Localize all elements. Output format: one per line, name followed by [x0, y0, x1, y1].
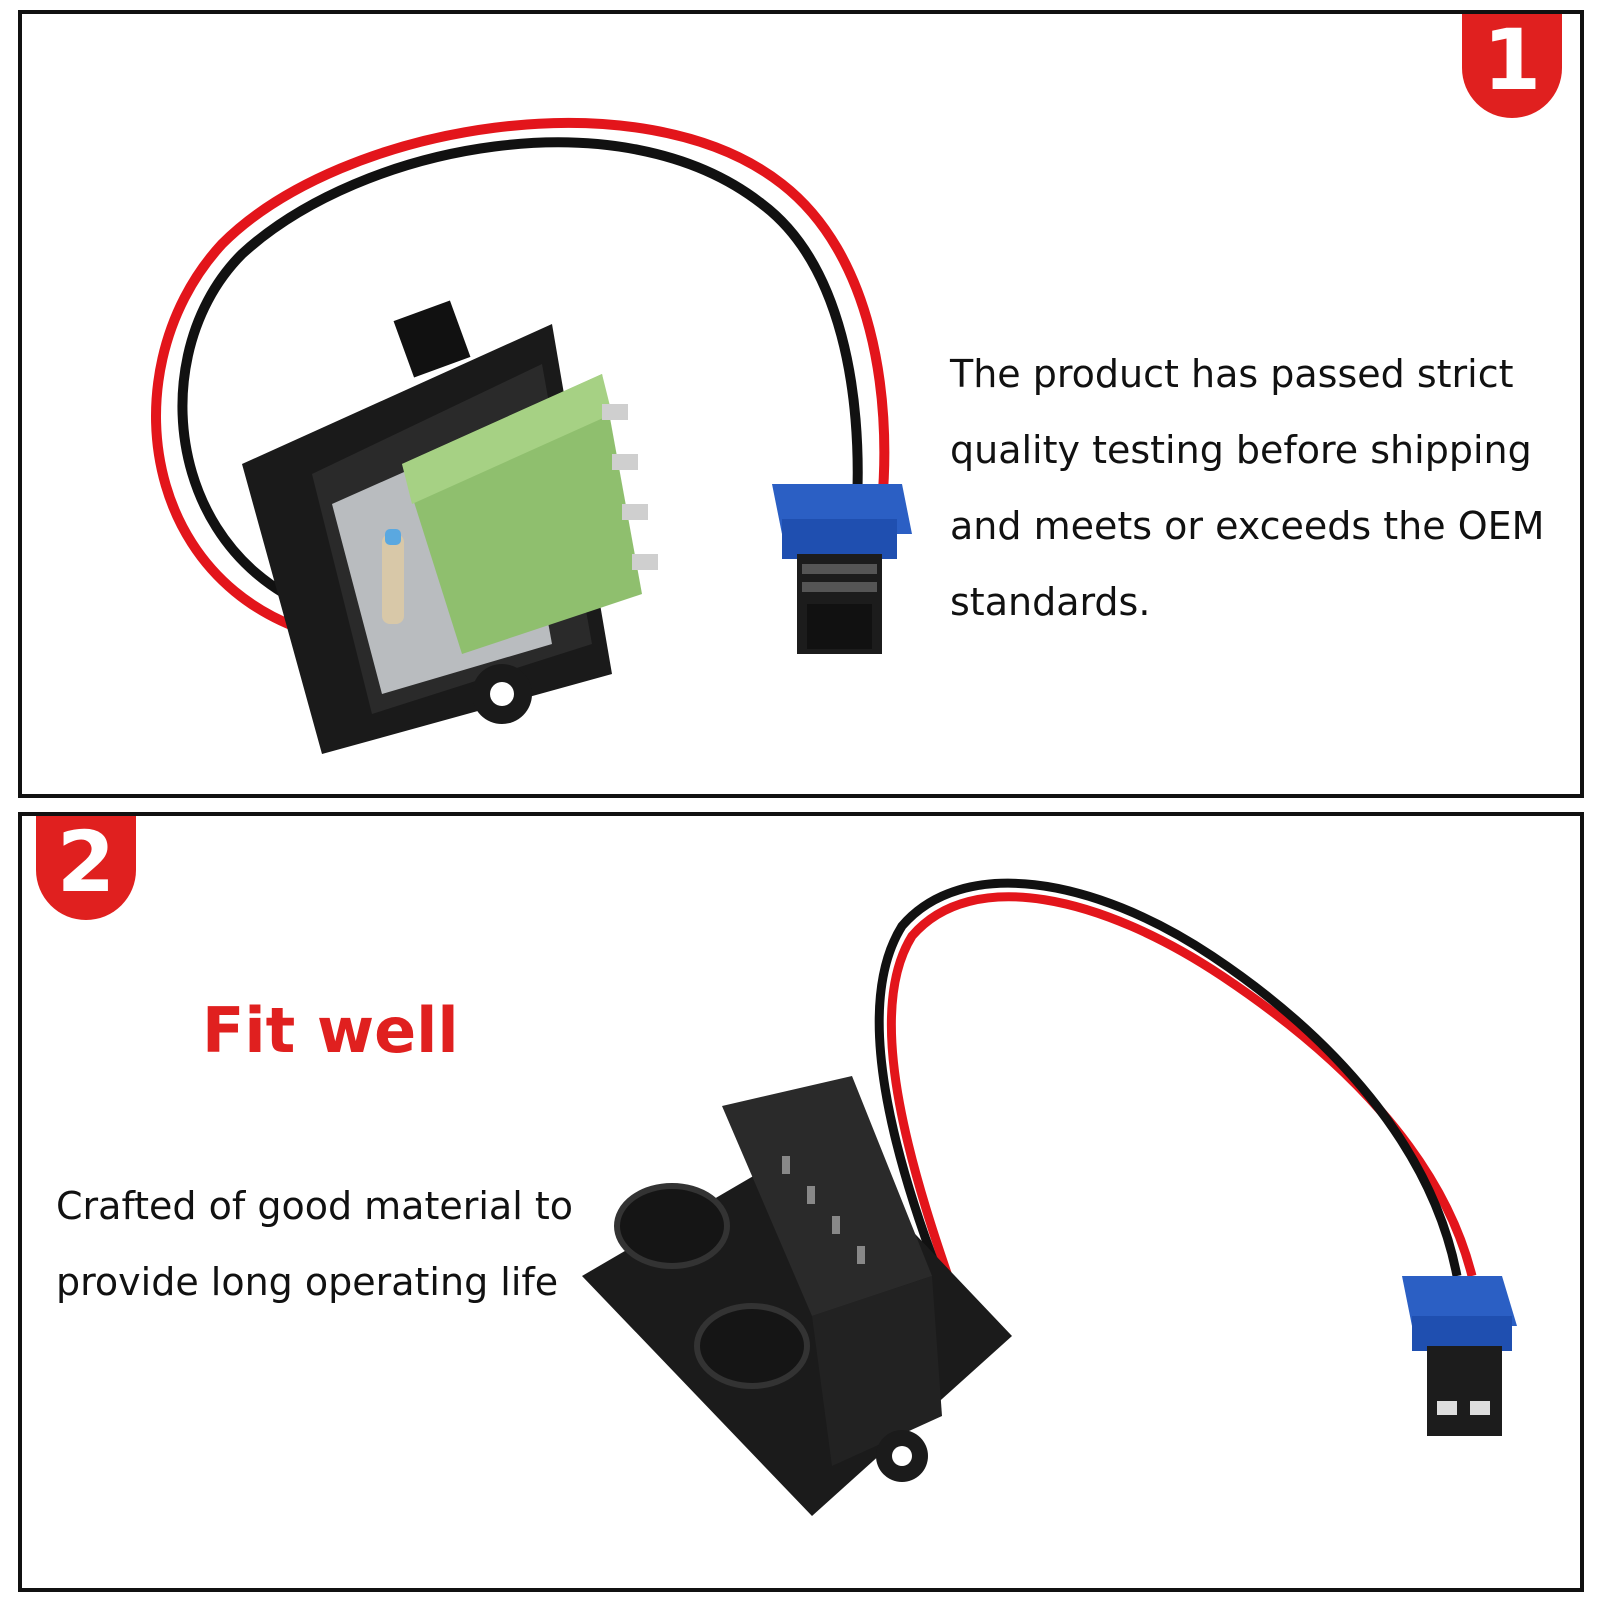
quality-description: The product has passed strict quality te… [950, 352, 1545, 624]
material-description: Crafted of good material to provide long… [56, 1184, 573, 1304]
wire-harness-connector-image [582, 878, 1517, 1516]
feature-panel-quality: 1 The product has passed strict quality [18, 10, 1584, 798]
number-badge-2: 2 [36, 816, 136, 920]
feature-panel-fit: 2 Fit well Crafted of good material to p… [18, 812, 1584, 1592]
fit-well-title: Fit well [202, 994, 459, 1067]
blower-resistor-image [151, 117, 912, 754]
number-badge-1: 1 [1462, 14, 1562, 118]
